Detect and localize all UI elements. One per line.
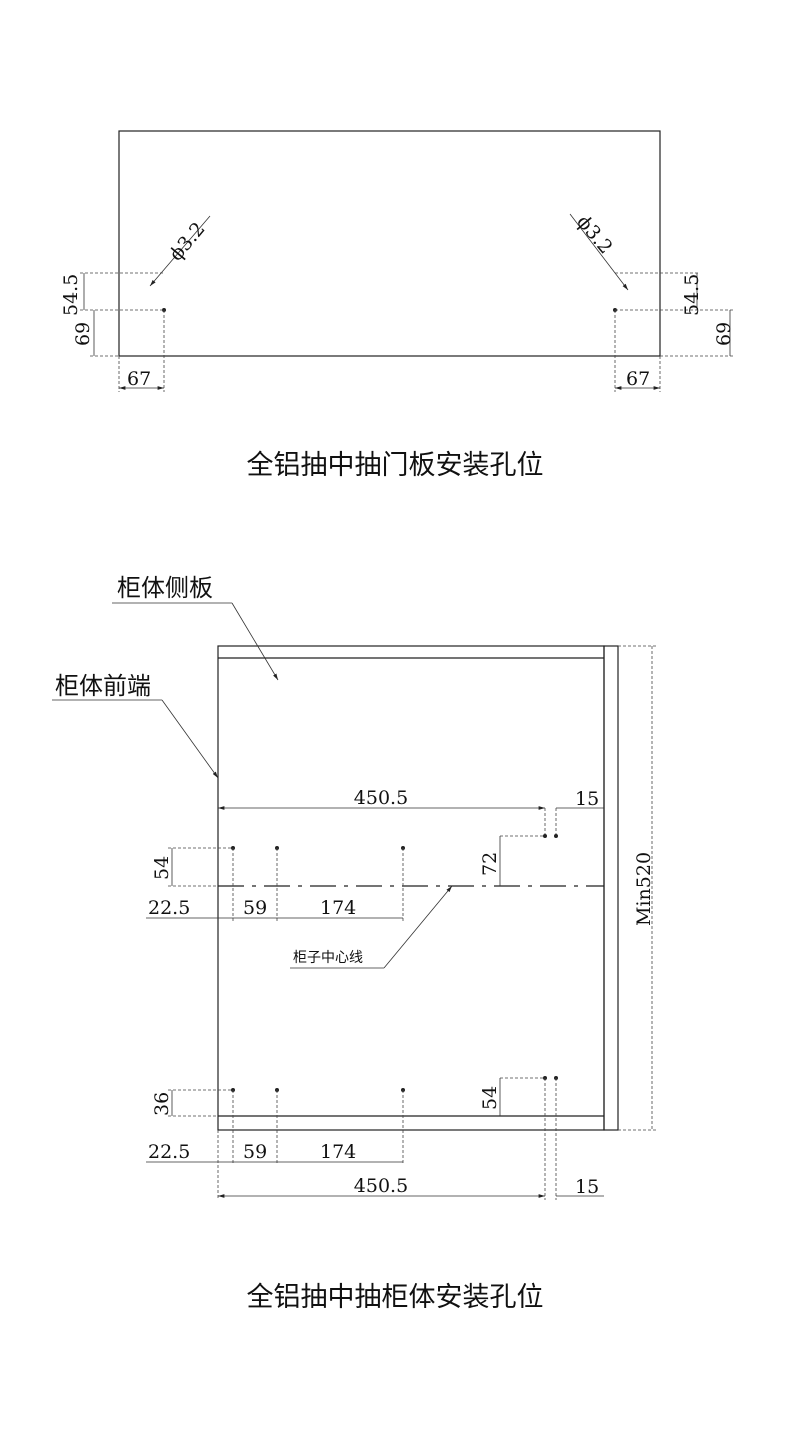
cabinet-hole-upper-rear-2 [554,834,558,838]
dim-174-upper: 174 [320,897,356,919]
dim-450-5-bottom: 450.5 [354,1175,408,1197]
dim-15-top: 15 [575,788,599,810]
dim-450-5-top: 450.5 [354,787,408,809]
door-dim-69-right: 69 [713,322,735,346]
dim-min520: Min520 [633,852,655,926]
door-dim-54-5-right: 54.5 [681,274,703,316]
leader-cabinet-front [161,699,219,779]
dim-54-upper: 54 [151,856,173,880]
door-hole-label-left: ϕ3.2 [165,218,210,265]
door-panel-outline [118,130,661,357]
door-dim-67-right: 67 [626,368,650,390]
cabinet-title: 全铝抽中抽柜体安装孔位 [247,1282,544,1313]
door-dim-54-5-left: 54.5 [60,274,82,316]
door-panel-drawing: ϕ3.2 ϕ3.2 54.5 69 54.5 69 67 67 全铝抽中抽门板安… [60,130,735,481]
door-hole-label-right: ϕ3.2 [572,211,617,258]
dim-72: 72 [479,852,501,876]
dim-59-upper: 59 [243,897,267,919]
dim-22-5-upper: 22.5 [148,897,190,919]
door-dim-69-left: 69 [72,322,94,346]
door-dim-67-left: 67 [127,368,151,390]
dim-22-5-lower: 22.5 [148,1141,190,1163]
dim-15-bottom: 15 [575,1176,599,1198]
label-cabinet-front: 柜体前端 [55,672,151,700]
dim-54-lower: 54 [479,1086,501,1110]
dim-174-lower: 174 [320,1141,356,1163]
dim-36: 36 [151,1092,173,1116]
leader-cabinet-center [383,885,453,969]
leader-cabinet-side [231,602,279,681]
cabinet-hole-upper-rear-1 [543,834,547,838]
door-hole-leader-left [149,215,211,287]
label-cabinet-center: 柜子中心线 [293,950,363,966]
cabinet-back-strip [603,645,619,1131]
door-hole-leader-right [569,213,629,291]
door-title: 全铝抽中抽门板安装孔位 [247,450,544,481]
cabinet-drawing: 柜体侧板 柜体前端 柜子中心线 450.5 15 72 54 [52,574,656,1313]
label-cabinet-side: 柜体侧板 [117,574,213,602]
dim-59-lower: 59 [243,1141,267,1163]
cabinet-side-outline [217,645,605,1131]
